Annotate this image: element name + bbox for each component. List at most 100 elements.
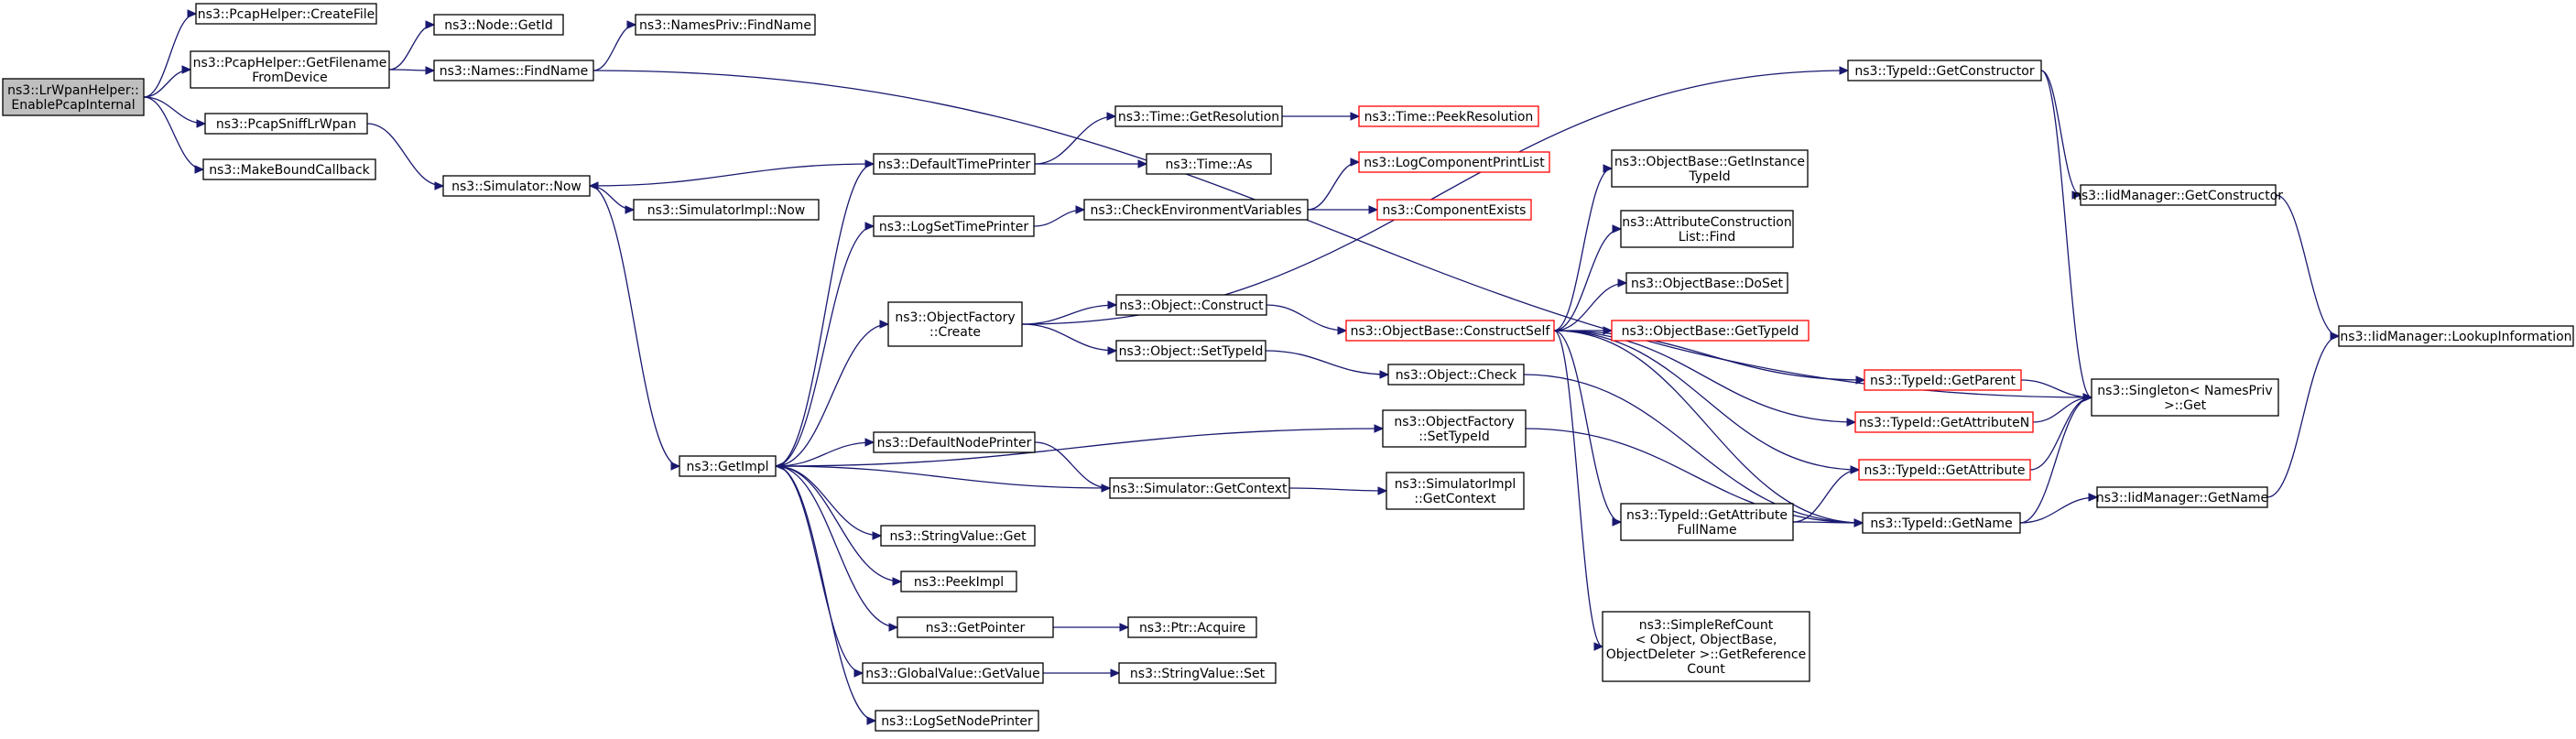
node-label: ns3::DefaultTimePrinter	[878, 158, 1031, 172]
node-box	[1118, 662, 1277, 684]
node-label: List::Find	[1679, 230, 1736, 245]
node-objbase-construct-self[interactable]: ns3::ObjectBase::ConstructSelf	[1345, 320, 1555, 342]
node-box	[1602, 611, 1810, 682]
node-label: ns3::IidManager::GetName	[2096, 491, 2268, 505]
node-default-time-printer[interactable]: ns3::DefaultTimePrinter	[873, 153, 1036, 175]
node-time-peek-res[interactable]: ns3::Time::PeekResolution	[1358, 105, 1539, 127]
node-box	[1083, 199, 1309, 221]
node-label: ns3::Object::Check	[1396, 368, 1517, 383]
edge-sim-get-context-to-get-impl	[774, 462, 1111, 489]
node-label: ns3::IidManager::GetConstructor	[2073, 189, 2283, 203]
node-iidmanager-get-constructor[interactable]: ns3::IidManager::GetConstructor	[2073, 184, 2283, 206]
node-obj-construct[interactable]: ns3::Object::Construct	[1115, 294, 1267, 316]
edge-objbase-construct-self-to-typeid-get-attribute	[1553, 330, 1861, 474]
node-make-bound-cb[interactable]: ns3::MakeBoundCallback	[202, 158, 376, 180]
node-time-get-res[interactable]: ns3::Time::GetResolution	[1114, 105, 1283, 127]
node-label: ns3::LogSetNodePrinter	[881, 714, 1033, 729]
node-simple-ref-count[interactable]: ns3::SimpleRefCount< Object, ObjectBase,…	[1602, 611, 1810, 682]
node-namespriv-find[interactable]: ns3::NamesPriv::FindName	[635, 14, 816, 36]
node-obj-factory-create[interactable]: ns3::ObjectFactory::Create	[887, 301, 1023, 347]
edge-typeid-get-constructor-to-iidmanager-get-constructor	[2040, 70, 2082, 200]
node-box	[1382, 409, 1527, 448]
node-sim-now[interactable]: ns3::Simulator::Now	[442, 175, 591, 197]
node-create-file[interactable]: ns3::PcapHelper::CreateFile	[195, 3, 377, 25]
edge-get-impl-to-obj-factory-set-typeid	[775, 424, 1385, 467]
node-iidmanager-get-name[interactable]: ns3::IidManager::GetName	[2096, 486, 2268, 508]
node-label: ns3::NamesPriv::FindName	[639, 18, 811, 33]
node-label: ::Create	[929, 325, 981, 340]
edge-check-env-to-comp-exists	[1307, 205, 1379, 214]
node-node-getid[interactable]: ns3::Node::GetId	[433, 14, 564, 36]
node-box	[1611, 149, 1809, 188]
node-box	[433, 60, 594, 82]
node-comp-exists[interactable]: ns3::ComponentExists	[1376, 199, 1532, 221]
node-label: ns3::DefaultNodePrinter	[877, 436, 1032, 451]
node-simimpl-get-context[interactable]: ns3::SimulatorImpl::GetContext	[1386, 472, 1525, 510]
node-peek-impl[interactable]: ns3::PeekImpl	[900, 571, 1017, 592]
node-box	[1345, 320, 1555, 342]
edge-get-impl-to-peek-impl	[775, 465, 903, 586]
node-typeid-get-name[interactable]: ns3::TypeId::GetName	[1862, 512, 2021, 534]
node-label: ns3::Simulator::Now	[451, 179, 582, 194]
node-pcap-sniff[interactable]: ns3::PcapSniffLrWpan	[204, 113, 368, 135]
node-label: ns3::AttributeConstruction	[1622, 215, 1791, 230]
node-label: ns3::MakeBoundCallback	[209, 163, 370, 178]
node-label: ns3::PeekImpl	[914, 575, 1004, 590]
node-typeid-get-constructor[interactable]: ns3::TypeId::GetConstructor	[1847, 60, 2042, 82]
node-label: ns3::StringValue::Get	[889, 529, 1027, 544]
node-box	[1114, 105, 1283, 127]
node-label: ns3::GetImpl	[686, 460, 768, 474]
call-graph-nodes: ns3::LrWpanHelper::EnablePcapInternalns3…	[2, 3, 2574, 732]
node-objbase-doset[interactable]: ns3::ObjectBase::DoSet	[1625, 272, 1788, 294]
node-root[interactable]: ns3::LrWpanHelper::EnablePcapInternal	[2, 78, 145, 116]
edge-root-to-create-file	[143, 9, 198, 98]
node-label: ns3::TypeId::GetAttributeN	[1859, 416, 2029, 430]
node-ptr-acquire[interactable]: ns3::Ptr::Acquire	[1127, 616, 1257, 638]
node-label: ns3::Ptr::Acquire	[1139, 621, 1245, 636]
node-iidmanager-lookup[interactable]: ns3::IidManager::LookupInformation	[2338, 325, 2574, 347]
node-stringvalue-get[interactable]: ns3::StringValue::Get	[880, 525, 1036, 547]
node-label: ns3::Time::As	[1165, 158, 1252, 172]
node-label: ns3::LogSetTimePrinter	[879, 220, 1029, 234]
node-default-node-printer[interactable]: ns3::DefaultNodePrinter	[873, 431, 1036, 453]
edge-sim-now-to-simimpl-now	[589, 185, 636, 214]
node-sim-get-context[interactable]: ns3::Simulator::GetContext	[1109, 477, 1290, 499]
node-time-as[interactable]: ns3::Time::As	[1146, 153, 1272, 175]
edge-iidmanager-get-constructor-to-iidmanager-lookup	[2275, 194, 2341, 341]
node-box	[880, 525, 1036, 547]
edge-obj-set-typeid-to-obj-check	[1265, 350, 1390, 379]
node-typeid-get-parent[interactable]: ns3::TypeId::GetParent	[1864, 369, 2022, 391]
node-typeid-get-attribute[interactable]: ns3::TypeId::GetAttribute	[1858, 459, 2031, 481]
node-stringvalue-set[interactable]: ns3::StringValue::Set	[1118, 662, 1277, 684]
node-check-env[interactable]: ns3::CheckEnvironmentVariables	[1083, 199, 1309, 221]
node-box	[1387, 364, 1525, 386]
node-globalvalue-get[interactable]: ns3::GlobalValue::GetValue	[862, 662, 1044, 684]
node-obj-set-typeid[interactable]: ns3::Object::SetTypeId	[1115, 340, 1266, 362]
node-typeid-get-attribute-n[interactable]: ns3::TypeId::GetAttributeN	[1854, 411, 2034, 433]
node-log-set-node[interactable]: ns3::LogSetNodePrinter	[875, 710, 1039, 732]
node-label: ns3::SimpleRefCount	[1639, 618, 1774, 633]
edge-default-node-printer-to-sim-get-context	[1034, 441, 1112, 493]
node-obj-check[interactable]: ns3::Object::Check	[1387, 364, 1525, 386]
node-label: ns3::ObjectBase::GetTypeId	[1622, 324, 1799, 339]
node-simimpl-now[interactable]: ns3::SimulatorImpl::Now	[633, 199, 820, 221]
node-log-comp-print[interactable]: ns3::LogComponentPrintList	[1358, 151, 1550, 173]
node-label: ns3::Node::GetId	[444, 18, 552, 33]
node-label: ns3::TypeId::GetAttribute	[1626, 508, 1788, 523]
node-label: EnablePcapInternal	[11, 98, 135, 113]
node-obj-factory-set-typeid[interactable]: ns3::ObjectFactory::SetTypeId	[1382, 409, 1527, 448]
edge-get-impl-to-globalvalue-get	[775, 465, 864, 678]
node-names-find[interactable]: ns3::Names::FindName	[433, 60, 594, 82]
node-get-impl[interactable]: ns3::GetImpl	[679, 455, 777, 477]
node-objbase-get-typeid[interactable]: ns3::ObjectBase::GetTypeId	[1611, 320, 1810, 342]
node-get-pointer[interactable]: ns3::GetPointer	[897, 616, 1054, 638]
edge-root-to-pcap-sniff	[143, 96, 207, 128]
node-label: ns3::LrWpanHelper::	[7, 83, 139, 98]
node-singleton-get[interactable]: ns3::Singleton< NamesPriv >::Get	[2091, 378, 2279, 417]
node-label: FullName	[1677, 523, 1736, 538]
node-log-set-time[interactable]: ns3::LogSetTimePrinter	[873, 215, 1035, 237]
